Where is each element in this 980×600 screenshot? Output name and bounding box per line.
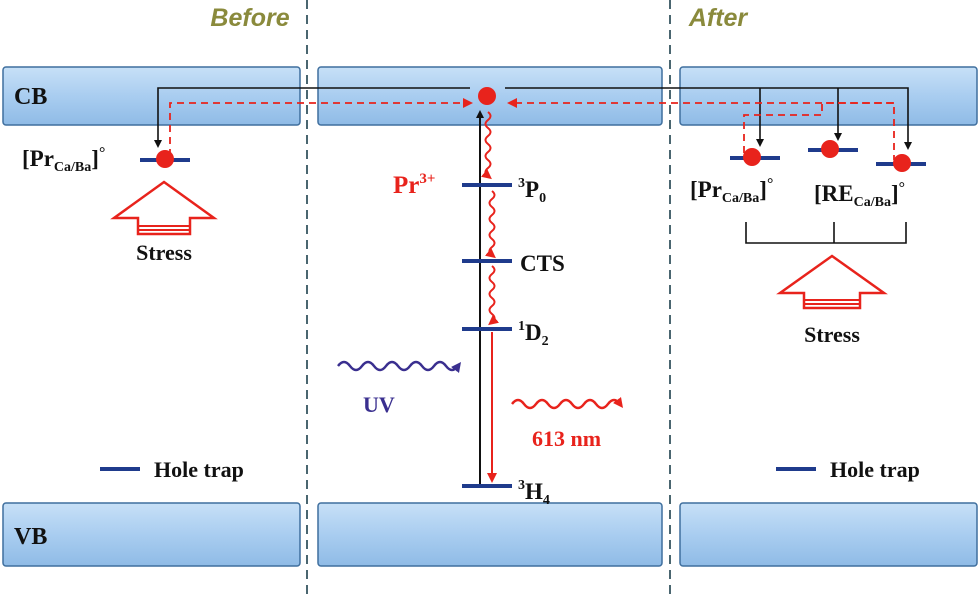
emission-label: 613 nm (532, 426, 601, 451)
emission-wave (511, 396, 624, 410)
defect-pr-left: [PrCa/Ba]° (22, 145, 105, 175)
electron-re-right (893, 154, 911, 172)
header-before: Before (210, 4, 289, 32)
relaxation-wave-1 (480, 111, 492, 180)
stress-arrow-left (110, 180, 218, 236)
defect-bracket (745, 222, 907, 244)
stress-label-left: Stress (136, 240, 192, 265)
electron-pr-left (156, 150, 174, 168)
uv-wave (337, 360, 462, 374)
header-after: After (688, 4, 749, 32)
label-1d2: 1D2 (518, 319, 549, 349)
defect-pr-right: [PrCa/Ba]° (690, 176, 773, 206)
relaxation-wave-3 (488, 265, 500, 326)
relaxation-wave-2 (484, 190, 496, 259)
label-3h4: 3H4 (518, 478, 550, 508)
red-dashed-paths (169, 98, 895, 160)
electron-pr-right (743, 148, 761, 166)
vb-band-left (2, 502, 301, 567)
stress-arrow-right (776, 254, 888, 310)
cb-band-left (2, 66, 301, 126)
vb-band-center (317, 502, 663, 567)
label-3p0: 3P0 (518, 176, 546, 206)
label-cts: CTS (520, 251, 565, 276)
defect-re-right: [RECa/Ba]° (814, 180, 905, 210)
uv-label: UV (363, 392, 395, 417)
stress-label-right: Stress (804, 322, 860, 347)
legend-label-left: Hole trap (154, 457, 244, 482)
vb-label: VB (14, 524, 47, 550)
cb-band-right (679, 66, 978, 126)
electron-re-center (821, 140, 839, 158)
cb-label: CB (14, 84, 47, 110)
cb-electron (478, 87, 496, 105)
ion-label: Pr3+ (393, 171, 435, 199)
vb-band-right (679, 502, 978, 567)
legend-label-right: Hole trap (830, 457, 920, 482)
